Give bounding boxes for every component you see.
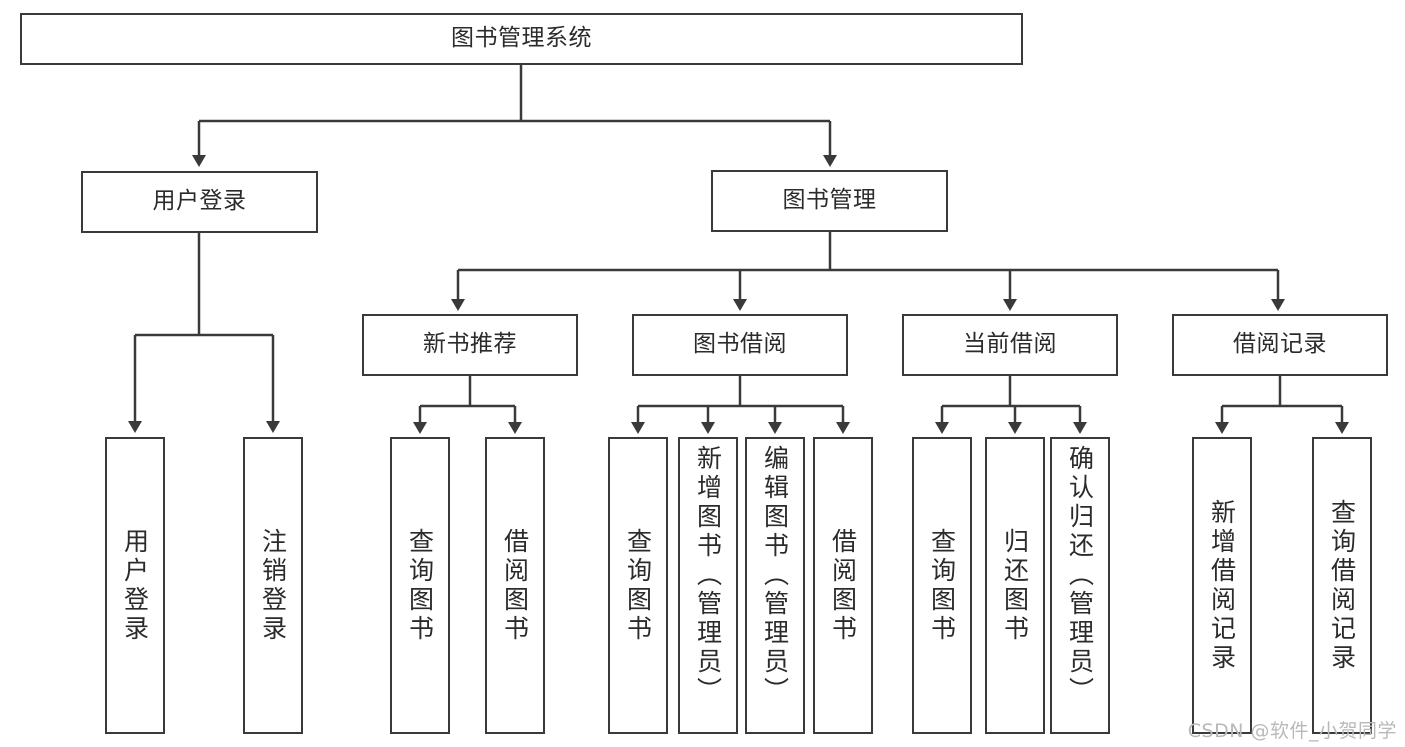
node-borrow-record-label: 借阅记录 — [1233, 331, 1327, 358]
leaf-edit-book-admin-label: 编辑图书（管理员） — [760, 445, 790, 706]
node-new-book-recommend[interactable]: 新书推荐 — [362, 314, 578, 376]
leaf-add-borrow-record-label: 新增借阅记录 — [1207, 498, 1237, 673]
leaf-add-book-admin-label: 新增图书（管理员） — [693, 445, 723, 706]
leaf-query-book-borrow[interactable]: 查询图书 — [608, 437, 668, 734]
leaf-query-book-current[interactable]: 查询图书 — [912, 437, 972, 734]
leaf-query-borrow-record[interactable]: 查询借阅记录 — [1312, 437, 1372, 734]
leaf-borrow-book-label: 借阅图书 — [828, 527, 858, 644]
leaf-user-logout[interactable]: 注销登录 — [243, 437, 303, 734]
node-root[interactable]: 图书管理系统 — [20, 13, 1023, 65]
node-book-management[interactable]: 图书管理 — [711, 170, 948, 232]
leaf-user-login[interactable]: 用户登录 — [105, 437, 165, 734]
node-current-borrow-label: 当前借阅 — [963, 331, 1057, 358]
leaf-add-book-admin[interactable]: 新增图书（管理员） — [678, 437, 738, 734]
leaf-confirm-return-admin[interactable]: 确认归还（管理员） — [1050, 437, 1110, 734]
leaf-return-book-label: 归还图书 — [1000, 527, 1030, 644]
leaf-query-book-borrow-label: 查询图书 — [623, 527, 653, 644]
watermark: CSDN @软件_小贺同学 — [1187, 720, 1397, 742]
leaf-add-borrow-record[interactable]: 新增借阅记录 — [1192, 437, 1252, 734]
leaf-edit-book-admin[interactable]: 编辑图书（管理员） — [745, 437, 805, 734]
leaf-user-logout-label: 注销登录 — [258, 527, 288, 644]
node-borrow-record[interactable]: 借阅记录 — [1172, 314, 1388, 376]
leaf-query-borrow-record-label: 查询借阅记录 — [1327, 498, 1357, 673]
leaf-confirm-return-admin-label: 确认归还（管理员） — [1065, 445, 1095, 706]
leaf-borrow-book-recommend-label: 借阅图书 — [500, 527, 530, 644]
node-book-management-label: 图书管理 — [782, 187, 877, 214]
node-book-borrow-label: 图书借阅 — [693, 331, 787, 358]
node-user-login-label: 用户登录 — [152, 188, 247, 215]
leaf-borrow-book[interactable]: 借阅图书 — [813, 437, 873, 734]
node-book-borrow[interactable]: 图书借阅 — [632, 314, 848, 376]
leaf-borrow-book-recommend[interactable]: 借阅图书 — [485, 437, 545, 734]
leaf-query-book-recommend-label: 查询图书 — [405, 527, 435, 644]
node-root-label: 图书管理系统 — [451, 25, 592, 52]
leaf-query-book-recommend[interactable]: 查询图书 — [390, 437, 450, 734]
node-current-borrow[interactable]: 当前借阅 — [902, 314, 1118, 376]
node-new-book-recommend-label: 新书推荐 — [423, 331, 517, 358]
leaf-return-book[interactable]: 归还图书 — [985, 437, 1045, 734]
node-user-login[interactable]: 用户登录 — [81, 171, 318, 233]
leaf-user-login-label: 用户登录 — [120, 527, 150, 644]
leaf-query-book-current-label: 查询图书 — [927, 527, 957, 644]
